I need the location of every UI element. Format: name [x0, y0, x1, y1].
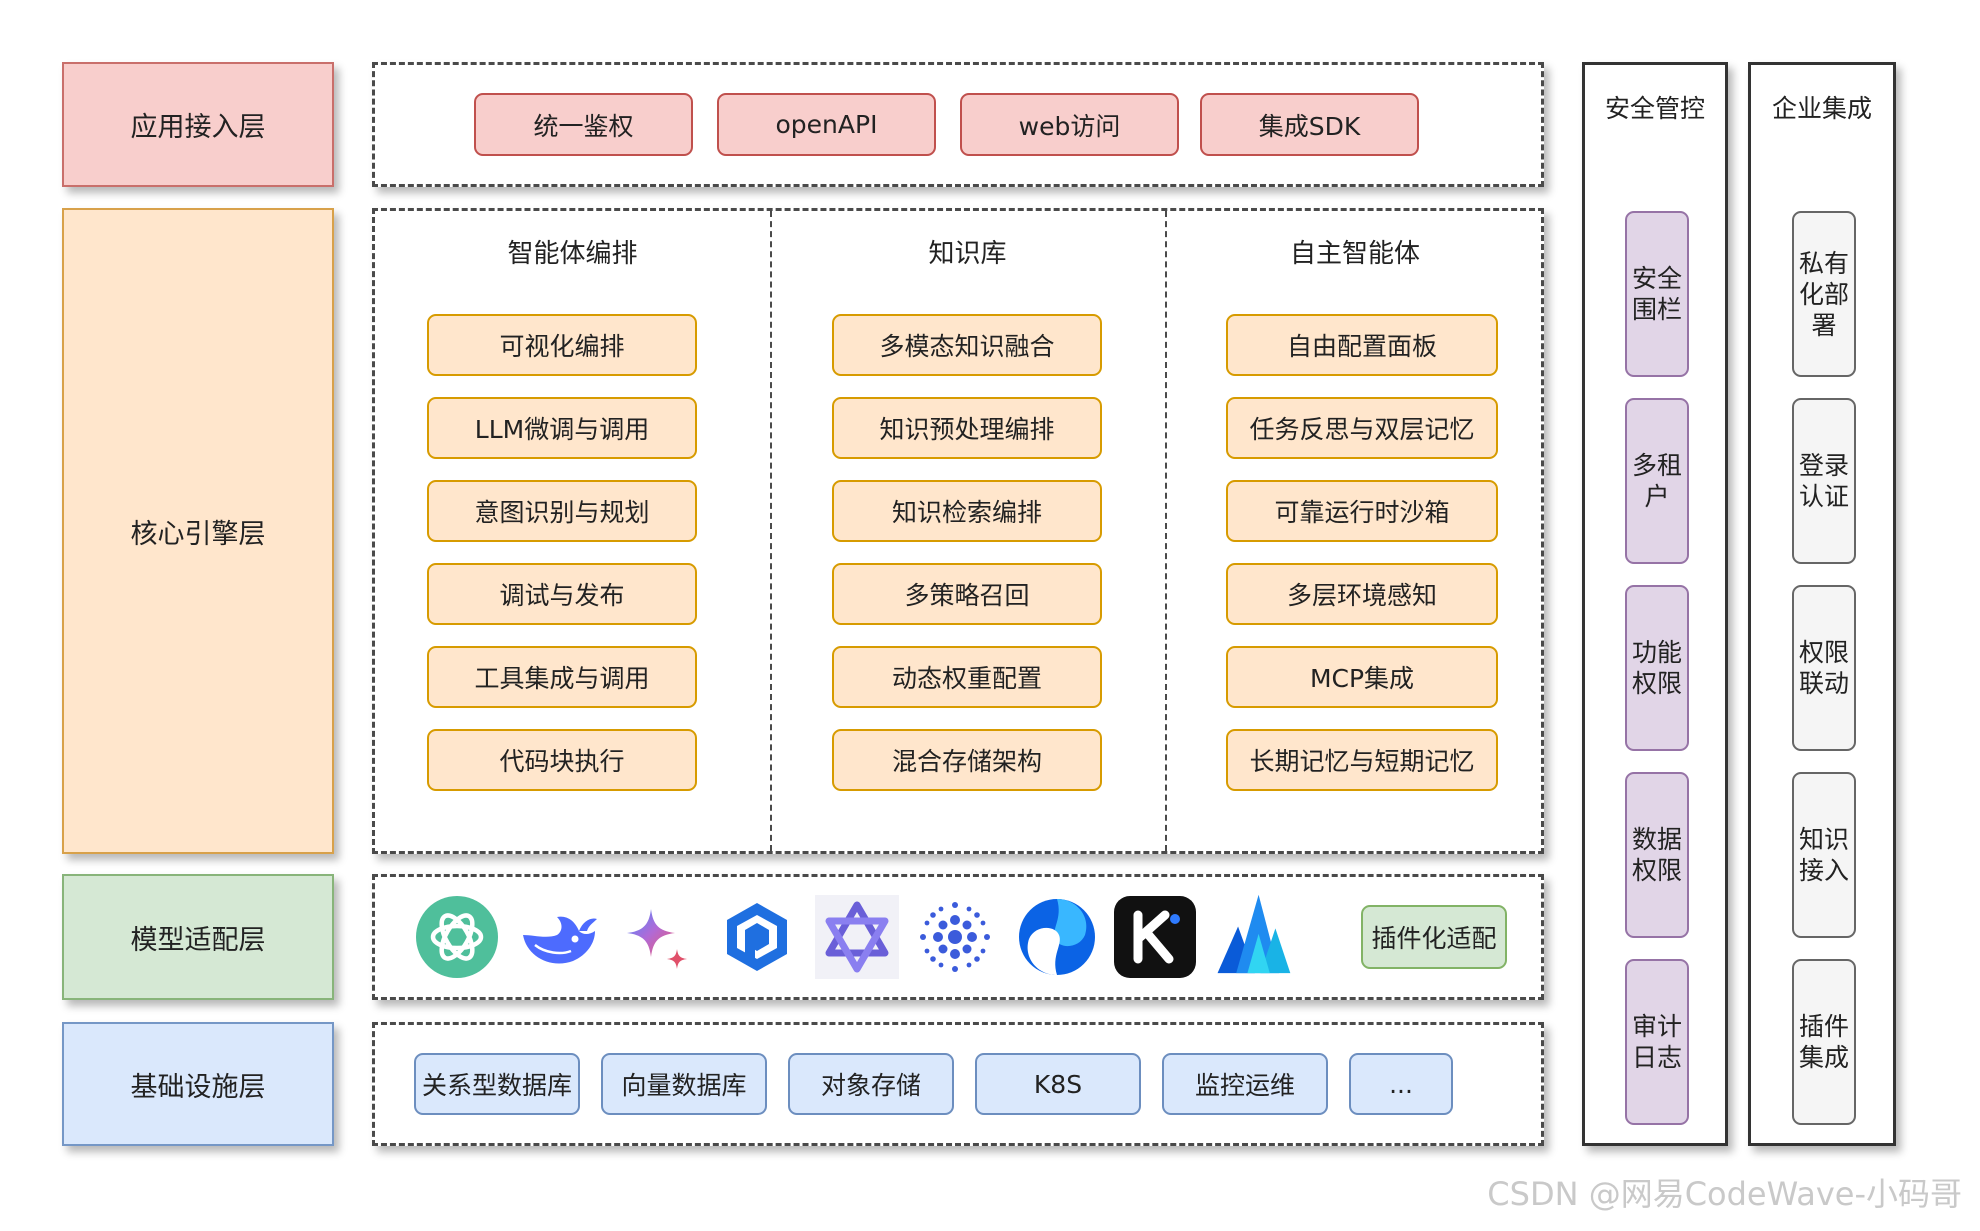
wenxin-icon: [920, 902, 990, 972]
core-item: 代码块执行: [427, 729, 697, 791]
app-item-web: web访问: [960, 93, 1179, 156]
core-item: 可靠运行时沙箱: [1226, 480, 1498, 542]
core-item: 混合存储架构: [832, 729, 1102, 791]
gemini-icon: [627, 909, 687, 969]
doubao-icon: [727, 903, 787, 971]
app-item-sdk: 集成SDK: [1200, 93, 1419, 156]
security-item: 功能 权限: [1625, 585, 1689, 751]
core-item: 多层环境感知: [1226, 563, 1498, 625]
enterprise-item: 权限 联动: [1792, 585, 1856, 751]
infra-item: ...: [1349, 1053, 1453, 1115]
qwen-icon: [815, 895, 899, 979]
security-panel: 安全管控 安全 围栏 多租 户 功能 权限 数据 权限 审计 日志: [1582, 62, 1728, 1146]
core-item: 知识检索编排: [832, 480, 1102, 542]
enterprise-item: 插件 集成: [1792, 959, 1856, 1125]
infra-layer-box: 关系型数据库 向量数据库 对象存储 K8S 监控运维 ...: [372, 1022, 1544, 1146]
infra-item: 对象存储: [788, 1053, 954, 1115]
openai-icon: [416, 896, 498, 978]
infra-item: 向量数据库: [601, 1053, 767, 1115]
core-item: 知识预处理编排: [832, 397, 1102, 459]
core-layer-box: 智能体编排 可视化编排 LLM微调与调用 意图识别与规划 调试与发布 工具集成与…: [372, 208, 1544, 854]
core-col-title-knowledge-base: 知识库: [928, 238, 1007, 269]
core-item: 动态权重配置: [832, 646, 1102, 708]
core-divider-2: [1165, 211, 1167, 851]
core-col-title-agent-orchestration: 智能体编排: [507, 238, 638, 269]
security-item: 多租 户: [1625, 398, 1689, 564]
zhipu-icon: [1217, 894, 1291, 974]
infra-item: K8S: [975, 1053, 1141, 1115]
core-item: 工具集成与调用: [427, 646, 697, 708]
infra-item: 监控运维: [1162, 1053, 1328, 1115]
watermark-text: CSDN @网易CodeWave-小码哥: [1487, 1175, 1962, 1213]
app-layer-box: 统一鉴权 openAPI web访问 集成SDK: [372, 62, 1544, 187]
core-item: 意图识别与规划: [427, 480, 697, 542]
core-item: 调试与发布: [427, 563, 697, 625]
security-panel-title: 安全管控: [1604, 94, 1705, 123]
core-item: 任务反思与双层记忆: [1226, 397, 1498, 459]
model-layer-box: 插件化适配: [372, 874, 1544, 1000]
enterprise-item: 知识 接入: [1792, 772, 1856, 938]
core-item: 可视化编排: [427, 314, 697, 376]
core-item: 自由配置面板: [1226, 314, 1498, 376]
security-item: 审计 日志: [1625, 959, 1689, 1125]
enterprise-panel-title: 企业集成: [1771, 94, 1872, 123]
kimi-icon: [1114, 896, 1196, 978]
app-item-auth: 统一鉴权: [474, 93, 693, 156]
app-item-openapi: openAPI: [717, 93, 936, 156]
layer-model-label: 模型适配层: [62, 874, 334, 1000]
layer-infra-label: 基础设施层: [62, 1022, 334, 1146]
core-item: 长期记忆与短期记忆: [1226, 729, 1498, 791]
model-plugin-adapter: 插件化适配: [1361, 905, 1507, 969]
enterprise-item: 登录 认证: [1792, 398, 1856, 564]
layer-app-label: 应用接入层: [62, 62, 334, 187]
security-item: 数据 权限: [1625, 772, 1689, 938]
hunyuan-icon: [1019, 899, 1095, 975]
core-item: LLM微调与调用: [427, 397, 697, 459]
core-item: 多策略召回: [832, 563, 1102, 625]
core-item: MCP集成: [1226, 646, 1498, 708]
core-col-title-autonomous-agent: 自主智能体: [1289, 238, 1420, 269]
deepseek-icon: [523, 916, 597, 964]
core-divider-1: [770, 211, 772, 851]
layer-core-label: 核心引擎层: [62, 208, 334, 854]
security-item: 安全 围栏: [1625, 211, 1689, 377]
core-item: 多模态知识融合: [832, 314, 1102, 376]
infra-item: 关系型数据库: [414, 1053, 580, 1115]
enterprise-item: 私有 化部 署: [1792, 211, 1856, 377]
enterprise-panel: 企业集成 私有 化部 署 登录 认证 权限 联动 知识 接入 插件 集成: [1748, 62, 1896, 1146]
